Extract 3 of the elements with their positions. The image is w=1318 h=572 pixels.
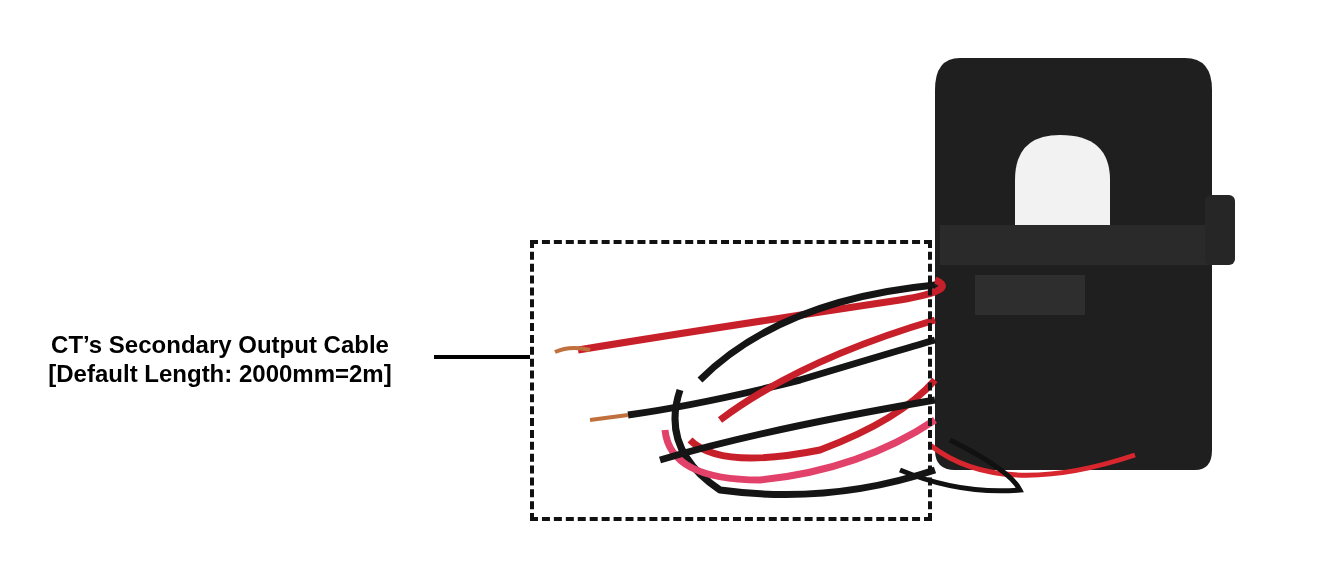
dashed-frame [530, 240, 932, 521]
callout-label: CT’s Secondary Output Cable [Default Length: 2000mm=2m] [6, 330, 434, 388]
leader-line [434, 355, 530, 359]
